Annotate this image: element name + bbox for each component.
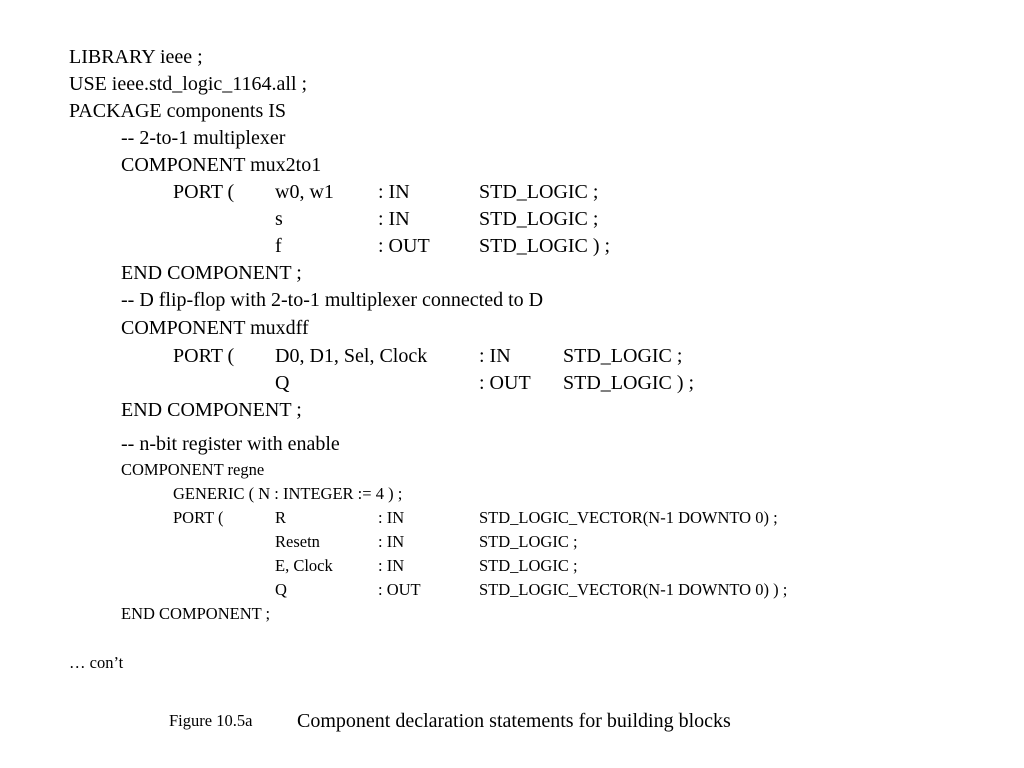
code-port-name: s bbox=[275, 208, 283, 230]
code-port-name: f bbox=[275, 235, 282, 257]
code-port-mode: : OUT bbox=[378, 580, 421, 599]
code-line-generic: GENERIC ( N : INTEGER := 4 ) ; bbox=[173, 484, 403, 503]
code-comment-register: -- n-bit register with enable bbox=[121, 433, 340, 455]
code-port-type: STD_LOGIC ) ; bbox=[563, 372, 695, 394]
code-port-name: Q bbox=[275, 580, 287, 599]
code-port-type: STD_LOGIC ; bbox=[563, 345, 683, 367]
code-port-type: STD_LOGIC_VECTOR(N-1 DOWNTO 0) ) ; bbox=[479, 580, 788, 599]
figure-label: Figure 10.5a bbox=[169, 711, 253, 730]
code-line-library: LIBRARY ieee ; bbox=[69, 46, 203, 68]
code-port-keyword: PORT ( bbox=[173, 345, 235, 367]
code-port-mode: : IN bbox=[378, 532, 405, 551]
code-port-mode: : IN bbox=[378, 556, 405, 575]
continued-note: … con’t bbox=[69, 653, 124, 672]
code-port-keyword: PORT ( bbox=[173, 181, 235, 203]
code-port-name: D0, D1, Sel, Clock bbox=[275, 345, 428, 367]
code-port-type: STD_LOGIC ; bbox=[479, 208, 599, 230]
code-port-keyword: PORT ( bbox=[173, 508, 224, 527]
code-port-mode: : IN bbox=[479, 345, 511, 367]
code-line-component-regne: COMPONENT regne bbox=[121, 460, 265, 479]
code-port-mode: : IN bbox=[378, 181, 410, 203]
code-line-package: PACKAGE components IS bbox=[69, 100, 287, 122]
code-line-component-mux2to1: COMPONENT mux2to1 bbox=[121, 154, 322, 176]
code-port-mode: : OUT bbox=[378, 235, 430, 257]
figure-title: Component declaration statements for bui… bbox=[297, 710, 731, 732]
code-port-mode: : IN bbox=[378, 208, 410, 230]
code-line-end-component: END COMPONENT ; bbox=[121, 262, 302, 284]
code-port-type: STD_LOGIC ; bbox=[479, 181, 599, 203]
code-port-type: STD_LOGIC_VECTOR(N-1 DOWNTO 0) ; bbox=[479, 508, 778, 527]
code-port-mode: : OUT bbox=[479, 372, 531, 394]
code-port-name: w0, w1 bbox=[275, 181, 334, 203]
code-port-type: STD_LOGIC ; bbox=[479, 556, 578, 575]
code-port-name: Q bbox=[275, 372, 290, 394]
code-line-end-component: END COMPONENT ; bbox=[121, 399, 302, 421]
code-line-end-component: END COMPONENT ; bbox=[121, 604, 271, 623]
code-port-name: R bbox=[275, 508, 287, 527]
code-port-type: STD_LOGIC ; bbox=[479, 532, 578, 551]
code-comment-mux: -- 2-to-1 multiplexer bbox=[121, 127, 286, 149]
code-line-use: USE ieee.std_logic_1164.all ; bbox=[69, 73, 308, 95]
code-port-type: STD_LOGIC ) ; bbox=[479, 235, 611, 257]
code-port-mode: : IN bbox=[378, 508, 405, 527]
code-line-component-muxdff: COMPONENT muxdff bbox=[121, 317, 309, 339]
code-comment-dff: -- D flip-flop with 2-to-1 multiplexer c… bbox=[121, 289, 544, 311]
code-port-name: Resetn bbox=[275, 532, 320, 551]
code-port-name: E, Clock bbox=[275, 556, 333, 575]
